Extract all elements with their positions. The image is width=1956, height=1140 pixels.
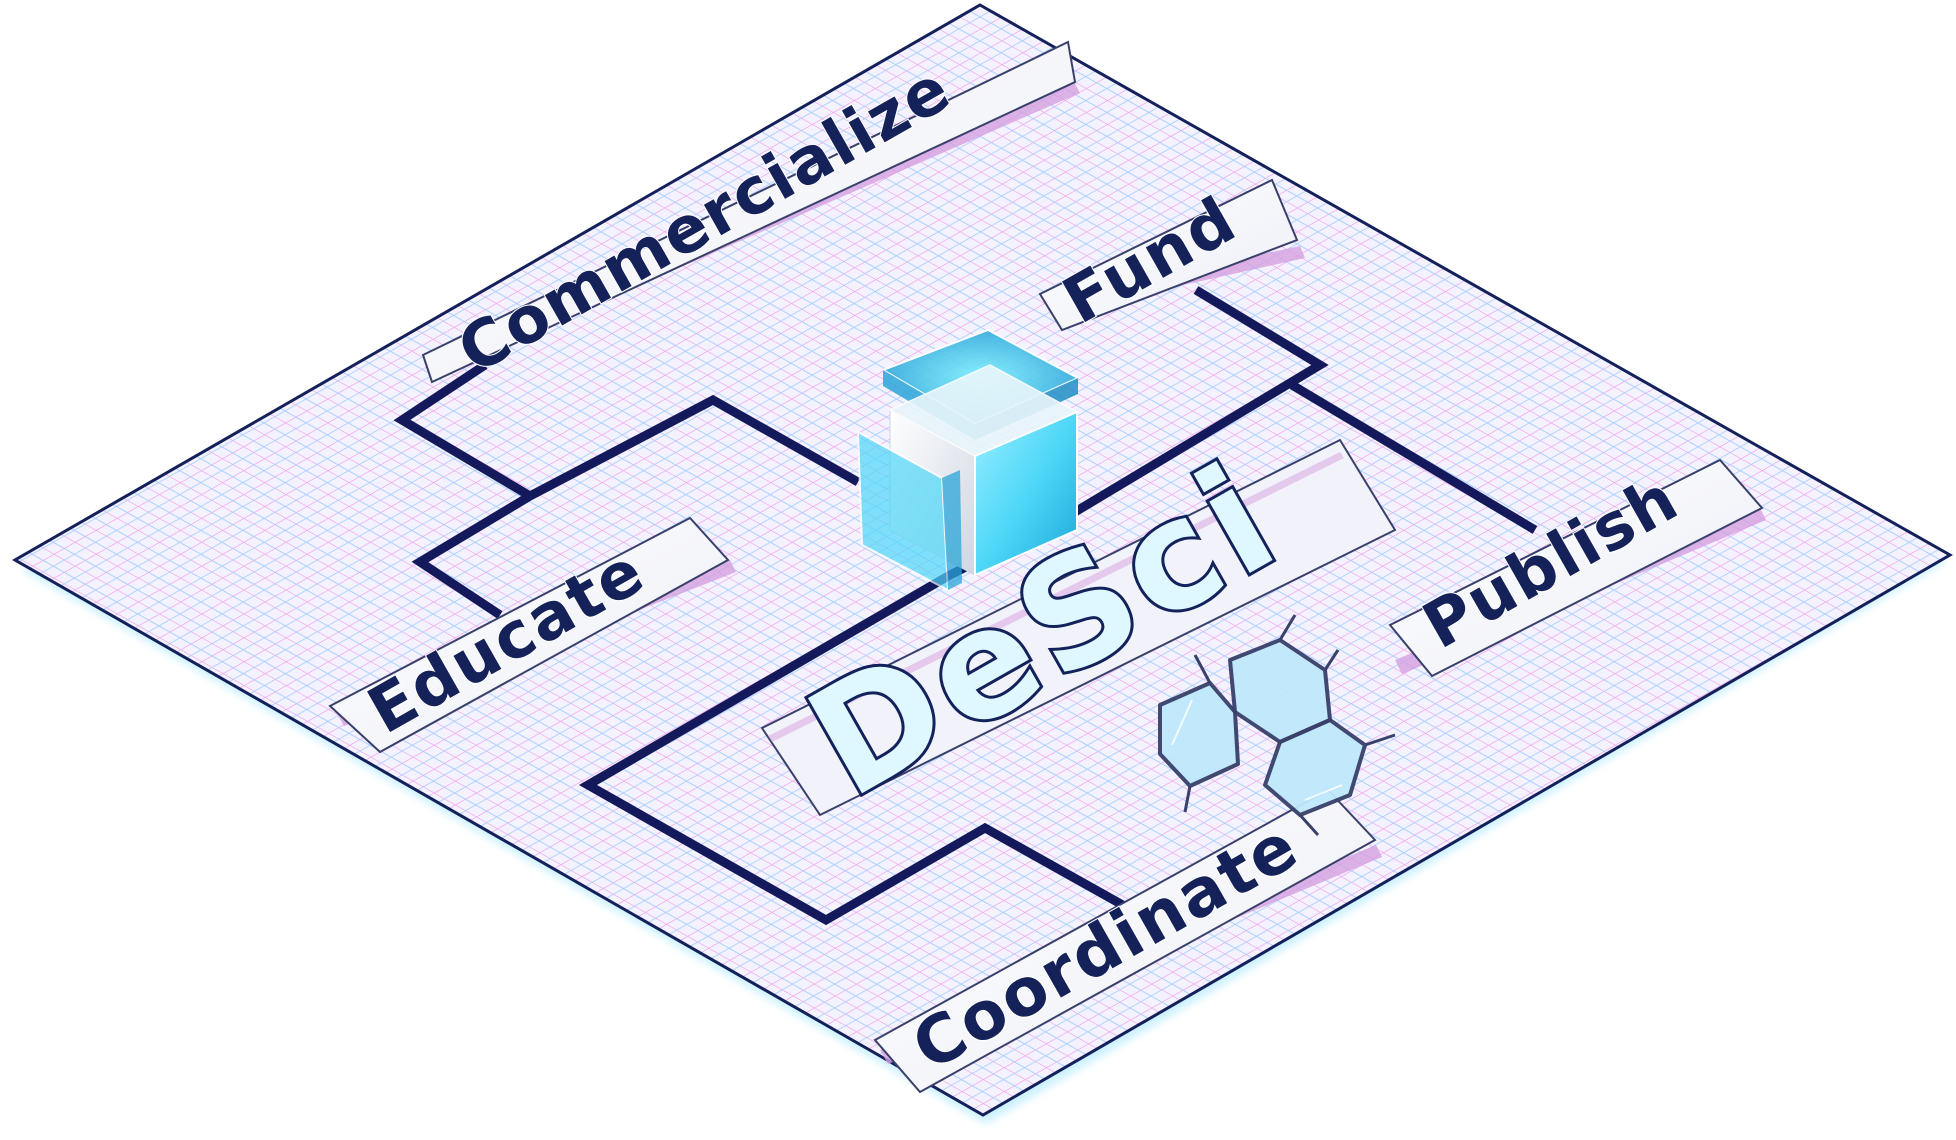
path-center-left — [527, 394, 861, 500]
path-fund — [1067, 286, 1329, 519]
label-coordinate-card — [873, 788, 1377, 1094]
desci-logo-card — [760, 438, 1397, 817]
path-publish — [1289, 381, 1538, 534]
path-educate-commercialize — [411, 492, 533, 619]
molecule-ring-right — [1263, 718, 1367, 817]
isometric-cube-icon — [856, 328, 1081, 592]
label-educate-card — [328, 516, 730, 754]
label-fund-card — [1038, 178, 1299, 332]
molecule-icon — [1158, 614, 1396, 837]
label-commercialize-card — [421, 40, 1077, 384]
path-commercialize — [393, 361, 533, 500]
label-publish-card — [1388, 458, 1764, 678]
